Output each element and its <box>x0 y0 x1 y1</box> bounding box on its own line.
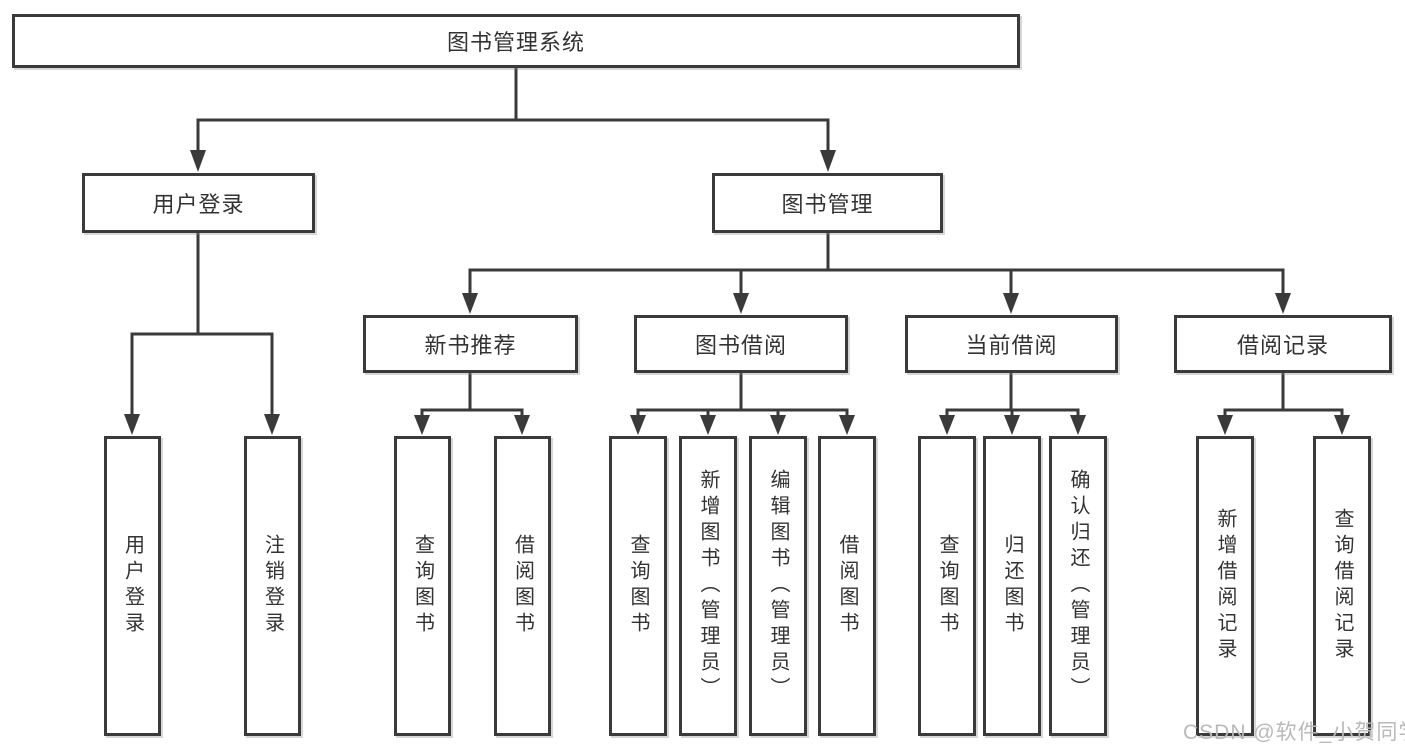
node-root-label: 图书管理系统 <box>446 30 585 55</box>
node-book-management-label: 图书管理 <box>781 192 874 217</box>
arrowheads <box>124 150 1350 435</box>
leaf-borrow-query-books: 查询图书 <box>609 436 667 736</box>
node-book-borrow: 图书借阅 <box>634 315 848 373</box>
csdn-watermark: CSDN @软件_小贺同学 <box>1183 721 1405 744</box>
leaf-current-query-books-label: 查询图书 <box>936 534 958 638</box>
node-new-book-recommend-label: 新书推荐 <box>424 333 517 358</box>
leaf-logout-label: 注销登录 <box>261 534 284 638</box>
node-book-management: 图书管理 <box>712 173 943 233</box>
node-new-book-recommend: 新书推荐 <box>363 315 578 373</box>
leaf-add-borrow-record: 新增借阅记录 <box>1196 436 1254 736</box>
leaf-user-login: 用户登录 <box>104 436 161 736</box>
leaf-return-books: 归还图书 <box>983 436 1041 736</box>
leaf-edit-book-admin-label: 编辑图书（管理员） <box>767 469 789 703</box>
leaf-user-login-label: 用户登录 <box>121 534 144 638</box>
node-current-borrow-label: 当前借阅 <box>965 333 1058 358</box>
leaf-recommend-borrow-books-label: 借阅图书 <box>511 534 534 638</box>
leaf-return-books-label: 归还图书 <box>1001 534 1023 638</box>
leaf-recommend-borrow-books: 借阅图书 <box>494 436 551 736</box>
leaf-recommend-query-books-label: 查询图书 <box>411 534 434 638</box>
leaf-borrow-borrow-books: 借阅图书 <box>818 436 876 736</box>
leaf-logout: 注销登录 <box>244 436 301 736</box>
leaf-current-query-books: 查询图书 <box>918 436 976 736</box>
leaf-borrow-query-books-label: 查询图书 <box>627 534 649 638</box>
node-borrow-records: 借阅记录 <box>1174 315 1392 373</box>
node-user-login-label: 用户登录 <box>152 192 245 217</box>
leaf-confirm-return-admin-label: 确认归还（管理员） <box>1067 469 1089 703</box>
leaf-borrow-borrow-books-label: 借阅图书 <box>836 534 858 638</box>
node-book-borrow-label: 图书借阅 <box>694 333 787 358</box>
leaf-edit-book-admin: 编辑图书（管理员） <box>749 436 807 736</box>
node-user-login: 用户登录 <box>82 173 315 233</box>
leaf-query-borrow-record-label: 查询借阅记录 <box>1331 508 1353 664</box>
leaf-query-borrow-record: 查询借阅记录 <box>1313 436 1371 736</box>
leaf-add-borrow-record-label: 新增借阅记录 <box>1214 508 1236 664</box>
leaf-recommend-query-books: 查询图书 <box>394 436 451 736</box>
leaf-add-book-admin: 新增图书（管理员） <box>679 436 737 736</box>
leaf-add-book-admin-label: 新增图书（管理员） <box>697 469 719 703</box>
leaf-confirm-return-admin: 确认归还（管理员） <box>1049 436 1107 736</box>
node-borrow-records-label: 借阅记录 <box>1236 333 1329 358</box>
node-root-system: 图书管理系统 <box>12 14 1020 68</box>
node-current-borrow: 当前借阅 <box>905 315 1118 373</box>
